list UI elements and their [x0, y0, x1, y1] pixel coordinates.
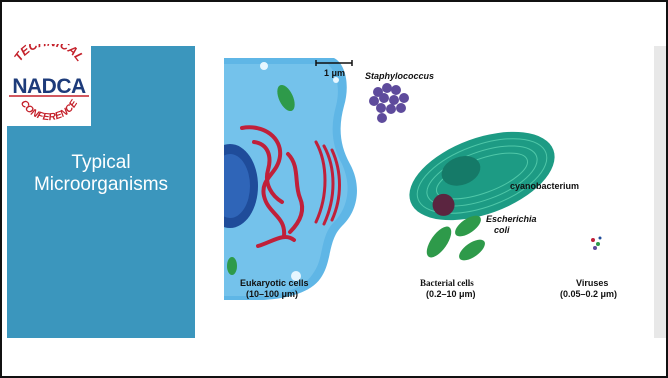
microorganism-figure: 1 μm Staphylococcus cyanobacterium Esche… — [224, 46, 624, 301]
nadca-logo: TECHNICAL NADCA CONFERENCE — [7, 44, 91, 126]
slide-title: Typical Microorganisms — [7, 152, 195, 196]
mitochondrion — [227, 257, 237, 275]
slide-title-line2: Microorganisms — [7, 174, 195, 196]
viruses-label: Viruses — [576, 278, 608, 288]
eukaryotic-cells-label: Eukaryotic cells — [240, 278, 309, 288]
eukaryotic-range-label: (10–100 μm) — [246, 289, 298, 299]
slide-title-line1: Typical — [7, 152, 195, 174]
nadca-logo-graphic: TECHNICAL NADCA CONFERENCE — [7, 44, 91, 126]
svg-text:CONFERENCE: CONFERENCE — [18, 98, 80, 123]
cyanobacterium-label: cyanobacterium — [510, 181, 579, 191]
viruses-range-label: (0.05–0.2 μm) — [560, 289, 617, 299]
coli-label: coli — [494, 225, 510, 235]
bacterial-cells-label: Bacterial cells — [420, 278, 474, 288]
svg-text:TECHNICAL: TECHNICAL — [11, 44, 87, 64]
cell-illustration: 1 μm Staphylococcus cyanobacterium Esche… — [224, 46, 624, 301]
scale-bar-label: 1 μm — [324, 68, 345, 78]
staphylococcus-cluster — [369, 83, 409, 123]
cyanobacterium — [398, 114, 567, 237]
right-gray-panel — [654, 46, 668, 338]
virus-particles — [591, 237, 602, 251]
staphylococcus-label: Staphylococcus — [365, 71, 434, 81]
bacterial-range-label: (0.2–10 μm) — [426, 289, 476, 299]
logo-main-text: NADCA — [12, 75, 86, 98]
logo-bottom-text: CONFERENCE — [18, 98, 80, 123]
logo-top-text: TECHNICAL — [11, 44, 87, 64]
escherichia-label: Escherichia — [486, 214, 537, 224]
